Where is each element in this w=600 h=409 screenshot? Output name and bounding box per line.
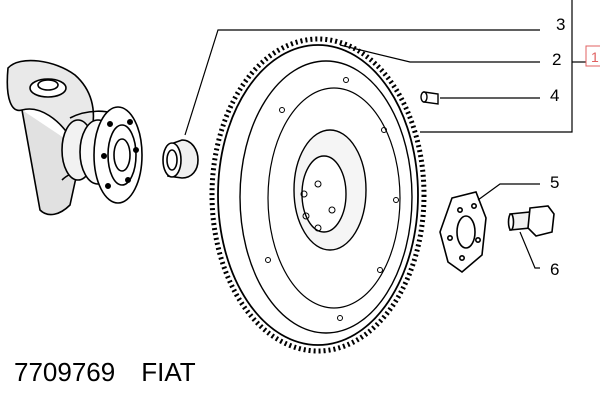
crankshaft-drawing	[6, 59, 143, 216]
part-number: 7709769	[14, 357, 116, 387]
reference-tag-label: 1	[591, 49, 599, 65]
callout-6: 6	[550, 260, 559, 279]
callout-2: 2	[552, 50, 561, 69]
callout-4: 4	[550, 86, 559, 105]
callout-3: 3	[556, 15, 565, 34]
reference-tag-box	[585, 45, 600, 67]
leader-lines	[184, 0, 586, 269]
callout-5: 5	[550, 173, 559, 192]
caption: 7709769 FIAT	[14, 357, 222, 388]
brand-name: FIAT	[141, 357, 196, 387]
plate-drawing	[439, 191, 487, 274]
flywheel-drawing	[209, 36, 427, 354]
dowel-pin-drawing	[420, 91, 439, 105]
bushing-drawing	[162, 139, 199, 179]
bolt-drawing	[507, 205, 555, 237]
